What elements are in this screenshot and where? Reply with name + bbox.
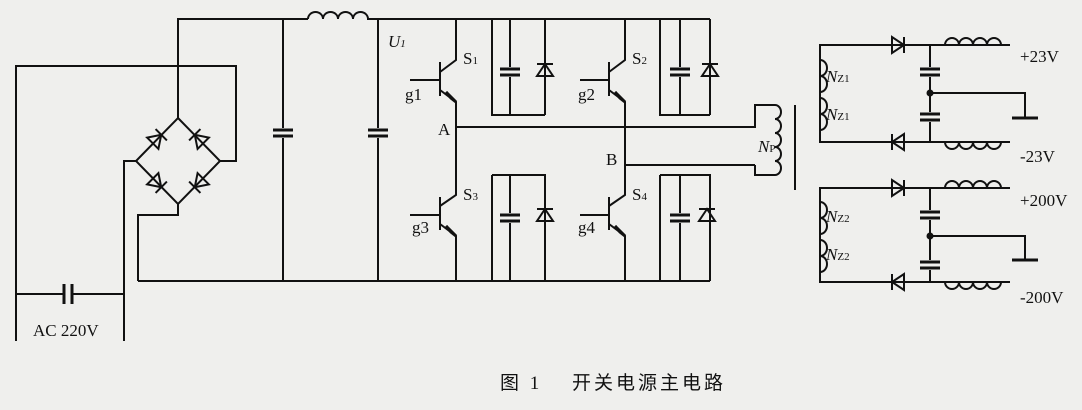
label-nz1-top: NZ1 [825, 67, 850, 86]
label-node-b: B [606, 150, 617, 169]
half-bridge-b [580, 19, 755, 281]
label-u1: U1 [388, 32, 406, 51]
label-minus-23v: -23V [1020, 147, 1056, 166]
label-s4: S4 [632, 185, 647, 204]
label-node-a: A [438, 120, 451, 139]
label-s3: S3 [463, 185, 478, 204]
transformer-primary [710, 104, 796, 190]
inductor [307, 11, 710, 20]
label-s1: S1 [463, 49, 478, 68]
label-g4: g4 [578, 218, 596, 237]
label-g3: g3 [412, 218, 429, 237]
secondary-23v [819, 36, 1038, 151]
label-plus-23v: +23V [1020, 47, 1060, 66]
bridge-rectifier [134, 18, 308, 281]
label-g2: g2 [578, 85, 595, 104]
label-ac-220v: AC 220V [33, 321, 99, 340]
figure-caption: 图 1 开关电源主电路 [500, 373, 727, 394]
label-nz2-bottom: NZ2 [825, 245, 850, 264]
bulk-capacitors [271, 19, 390, 281]
label-nz2-top: NZ2 [825, 207, 850, 226]
label-g1: g1 [405, 85, 422, 104]
label-nz1-bottom: NZ1 [825, 105, 850, 124]
label-minus-200v: -200V [1020, 288, 1064, 307]
secondary-200v [819, 179, 1038, 291]
half-bridge-a [410, 19, 710, 281]
label-plus-200v: +200V [1020, 191, 1068, 210]
label-s2: S2 [632, 49, 647, 68]
label-np: NP [757, 137, 775, 156]
input-wiring [15, 65, 237, 341]
